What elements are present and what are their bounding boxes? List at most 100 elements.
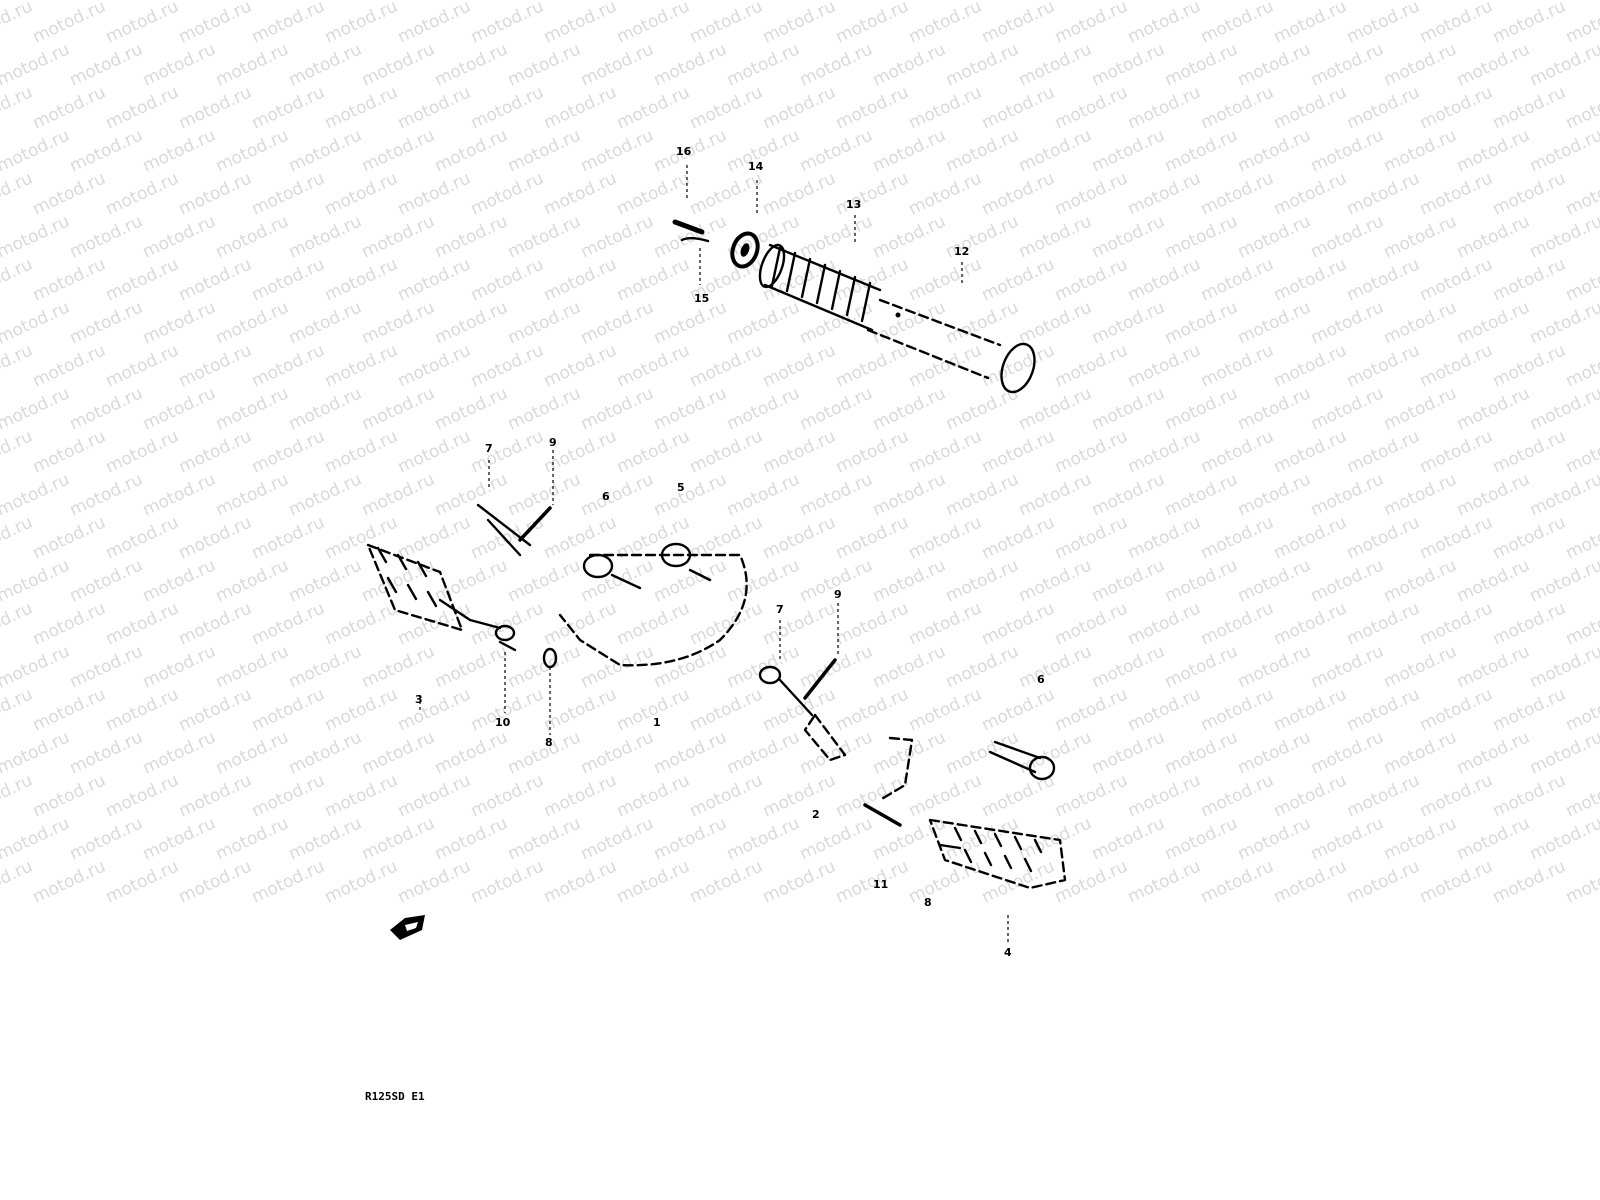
- watermark-text: motod.ru: [213, 297, 292, 348]
- watermark-text: motod.ru: [724, 383, 803, 434]
- watermark-text: motod.ru: [797, 211, 876, 262]
- watermark-text: motod.ru: [760, 82, 839, 133]
- watermark-text: motod.ru: [1490, 770, 1569, 821]
- part-4-right-footrest: [928, 818, 1067, 890]
- watermark-text: motod.ru: [395, 770, 474, 821]
- watermark-text: motod.ru: [1417, 770, 1496, 821]
- watermark-text: motod.ru: [651, 813, 730, 864]
- watermark-text: motod.ru: [213, 125, 292, 176]
- watermark-text: motod.ru: [1198, 512, 1277, 563]
- watermark-text: motod.ru: [1125, 340, 1204, 391]
- watermark-text: motod.ru: [67, 39, 146, 90]
- watermark-text: motod.ru: [140, 383, 219, 434]
- watermark-text: motod.ru: [943, 727, 1022, 778]
- watermark-text: motod.ru: [1198, 340, 1277, 391]
- watermark-text: motod.ru: [505, 813, 584, 864]
- watermark-text: motod.ru: [833, 598, 912, 649]
- watermark-text: motod.ru: [1308, 469, 1387, 520]
- watermark-text: motod.ru: [249, 254, 328, 305]
- callout-5: 5: [677, 481, 685, 494]
- watermark-text: motod.ru: [286, 211, 365, 262]
- watermark-text: motod.ru: [906, 856, 985, 907]
- watermark-text: motod.ru: [1527, 469, 1600, 520]
- watermark-text: motod.ru: [1052, 82, 1131, 133]
- watermark-text: motod.ru: [833, 512, 912, 563]
- watermark-text: motod.ru: [541, 598, 620, 649]
- watermark-text: motod.ru: [1016, 0, 1095, 5]
- watermark-text: motod.ru: [1490, 82, 1569, 133]
- watermark-text: motod.ru: [979, 340, 1058, 391]
- watermark-text: motod.ru: [140, 727, 219, 778]
- watermark-text: motod.ru: [760, 598, 839, 649]
- watermark-text: motod.ru: [1162, 469, 1241, 520]
- watermark-text: motod.ru: [176, 426, 255, 477]
- watermark-text: motod.ru: [870, 125, 949, 176]
- watermark-text: motod.ru: [541, 770, 620, 821]
- callout-7-right: 7: [776, 603, 784, 616]
- watermark-text: motod.ru: [0, 727, 73, 778]
- watermark-text: motod.ru: [103, 856, 182, 907]
- watermark-text: motod.ru: [176, 512, 255, 563]
- watermark-text: motod.ru: [1308, 813, 1387, 864]
- watermark-text: motod.ru: [1016, 383, 1095, 434]
- watermark-text: motod.ru: [1052, 684, 1131, 735]
- watermark-text: motod.ru: [1235, 727, 1314, 778]
- callout-6-right: 6: [1037, 673, 1045, 686]
- watermark-text: motod.ru: [395, 82, 474, 133]
- watermark-text: motod.ru: [979, 426, 1058, 477]
- watermark-text: motod.ru: [760, 254, 839, 305]
- watermark-text: motod.ru: [979, 0, 1058, 48]
- watermark-text: motod.ru: [1308, 39, 1387, 90]
- watermark-text: motod.ru: [213, 641, 292, 692]
- watermark-text: motod.ru: [797, 39, 876, 90]
- watermark-text: motod.ru: [1308, 555, 1387, 606]
- watermark-text: motod.ru: [1563, 856, 1600, 907]
- part-1-left-bracket: [558, 542, 748, 667]
- right-footrest-assembly: [758, 658, 1067, 890]
- watermark-text: motod.ru: [724, 469, 803, 520]
- watermark-text: motod.ru: [1235, 383, 1314, 434]
- watermark-text: motod.ru: [359, 469, 438, 520]
- watermark-text: motod.ru: [1052, 426, 1131, 477]
- watermark-text: motod.ru: [1344, 340, 1423, 391]
- watermark-text: motod.ru: [1271, 512, 1350, 563]
- watermark-text: motod.ru: [1527, 297, 1600, 348]
- watermark-text: motod.ru: [578, 211, 657, 262]
- watermark-text: motod.ru: [0, 168, 36, 219]
- part-16-cotter-pin: [672, 219, 710, 243]
- callout-9-right: 9: [834, 588, 842, 601]
- watermark-text: motod.ru: [140, 211, 219, 262]
- watermark-text: motod.ru: [797, 0, 876, 5]
- watermark-text: motod.ru: [614, 82, 693, 133]
- watermark-text: motod.ru: [906, 82, 985, 133]
- watermark-text: motod.ru: [1052, 168, 1131, 219]
- watermark-text: motod.ru: [614, 770, 693, 821]
- watermark-text: motod.ru: [1417, 0, 1496, 48]
- part-7-right-pivot: [758, 658, 837, 717]
- watermark-text: motod.ru: [468, 0, 547, 48]
- watermark-text: motod.ru: [249, 770, 328, 821]
- watermark-text: motod.ru: [1308, 727, 1387, 778]
- watermark-text: motod.ru: [322, 598, 401, 649]
- watermark-text: motod.ru: [1454, 297, 1533, 348]
- watermark-text: motod.ru: [249, 512, 328, 563]
- watermark-text: motod.ru: [322, 684, 401, 735]
- watermark-text: motod.ru: [249, 168, 328, 219]
- watermark-text: motod.ru: [651, 555, 730, 606]
- watermark-text: motod.ru: [541, 82, 620, 133]
- watermark-text: motod.ru: [1417, 684, 1496, 735]
- watermark-text: motod.ru: [1089, 39, 1168, 90]
- watermark-text: motod.ru: [1125, 168, 1204, 219]
- watermark-text: motod.ru: [1162, 211, 1241, 262]
- watermark-text: motod.ru: [1089, 383, 1168, 434]
- watermark-text: motod.ru: [614, 856, 693, 907]
- callout-4: 4: [1004, 946, 1012, 959]
- watermark-text: motod.ru: [651, 0, 730, 5]
- watermark-text: motod.ru: [395, 684, 474, 735]
- watermark-text: motod.ru: [1527, 211, 1600, 262]
- watermark-text: motod.ru: [140, 641, 219, 692]
- watermark-text: motod.ru: [1089, 469, 1168, 520]
- watermark-text: motod.ru: [1417, 856, 1496, 907]
- watermark-text: motod.ru: [140, 125, 219, 176]
- watermark-text: motod.ru: [1235, 297, 1314, 348]
